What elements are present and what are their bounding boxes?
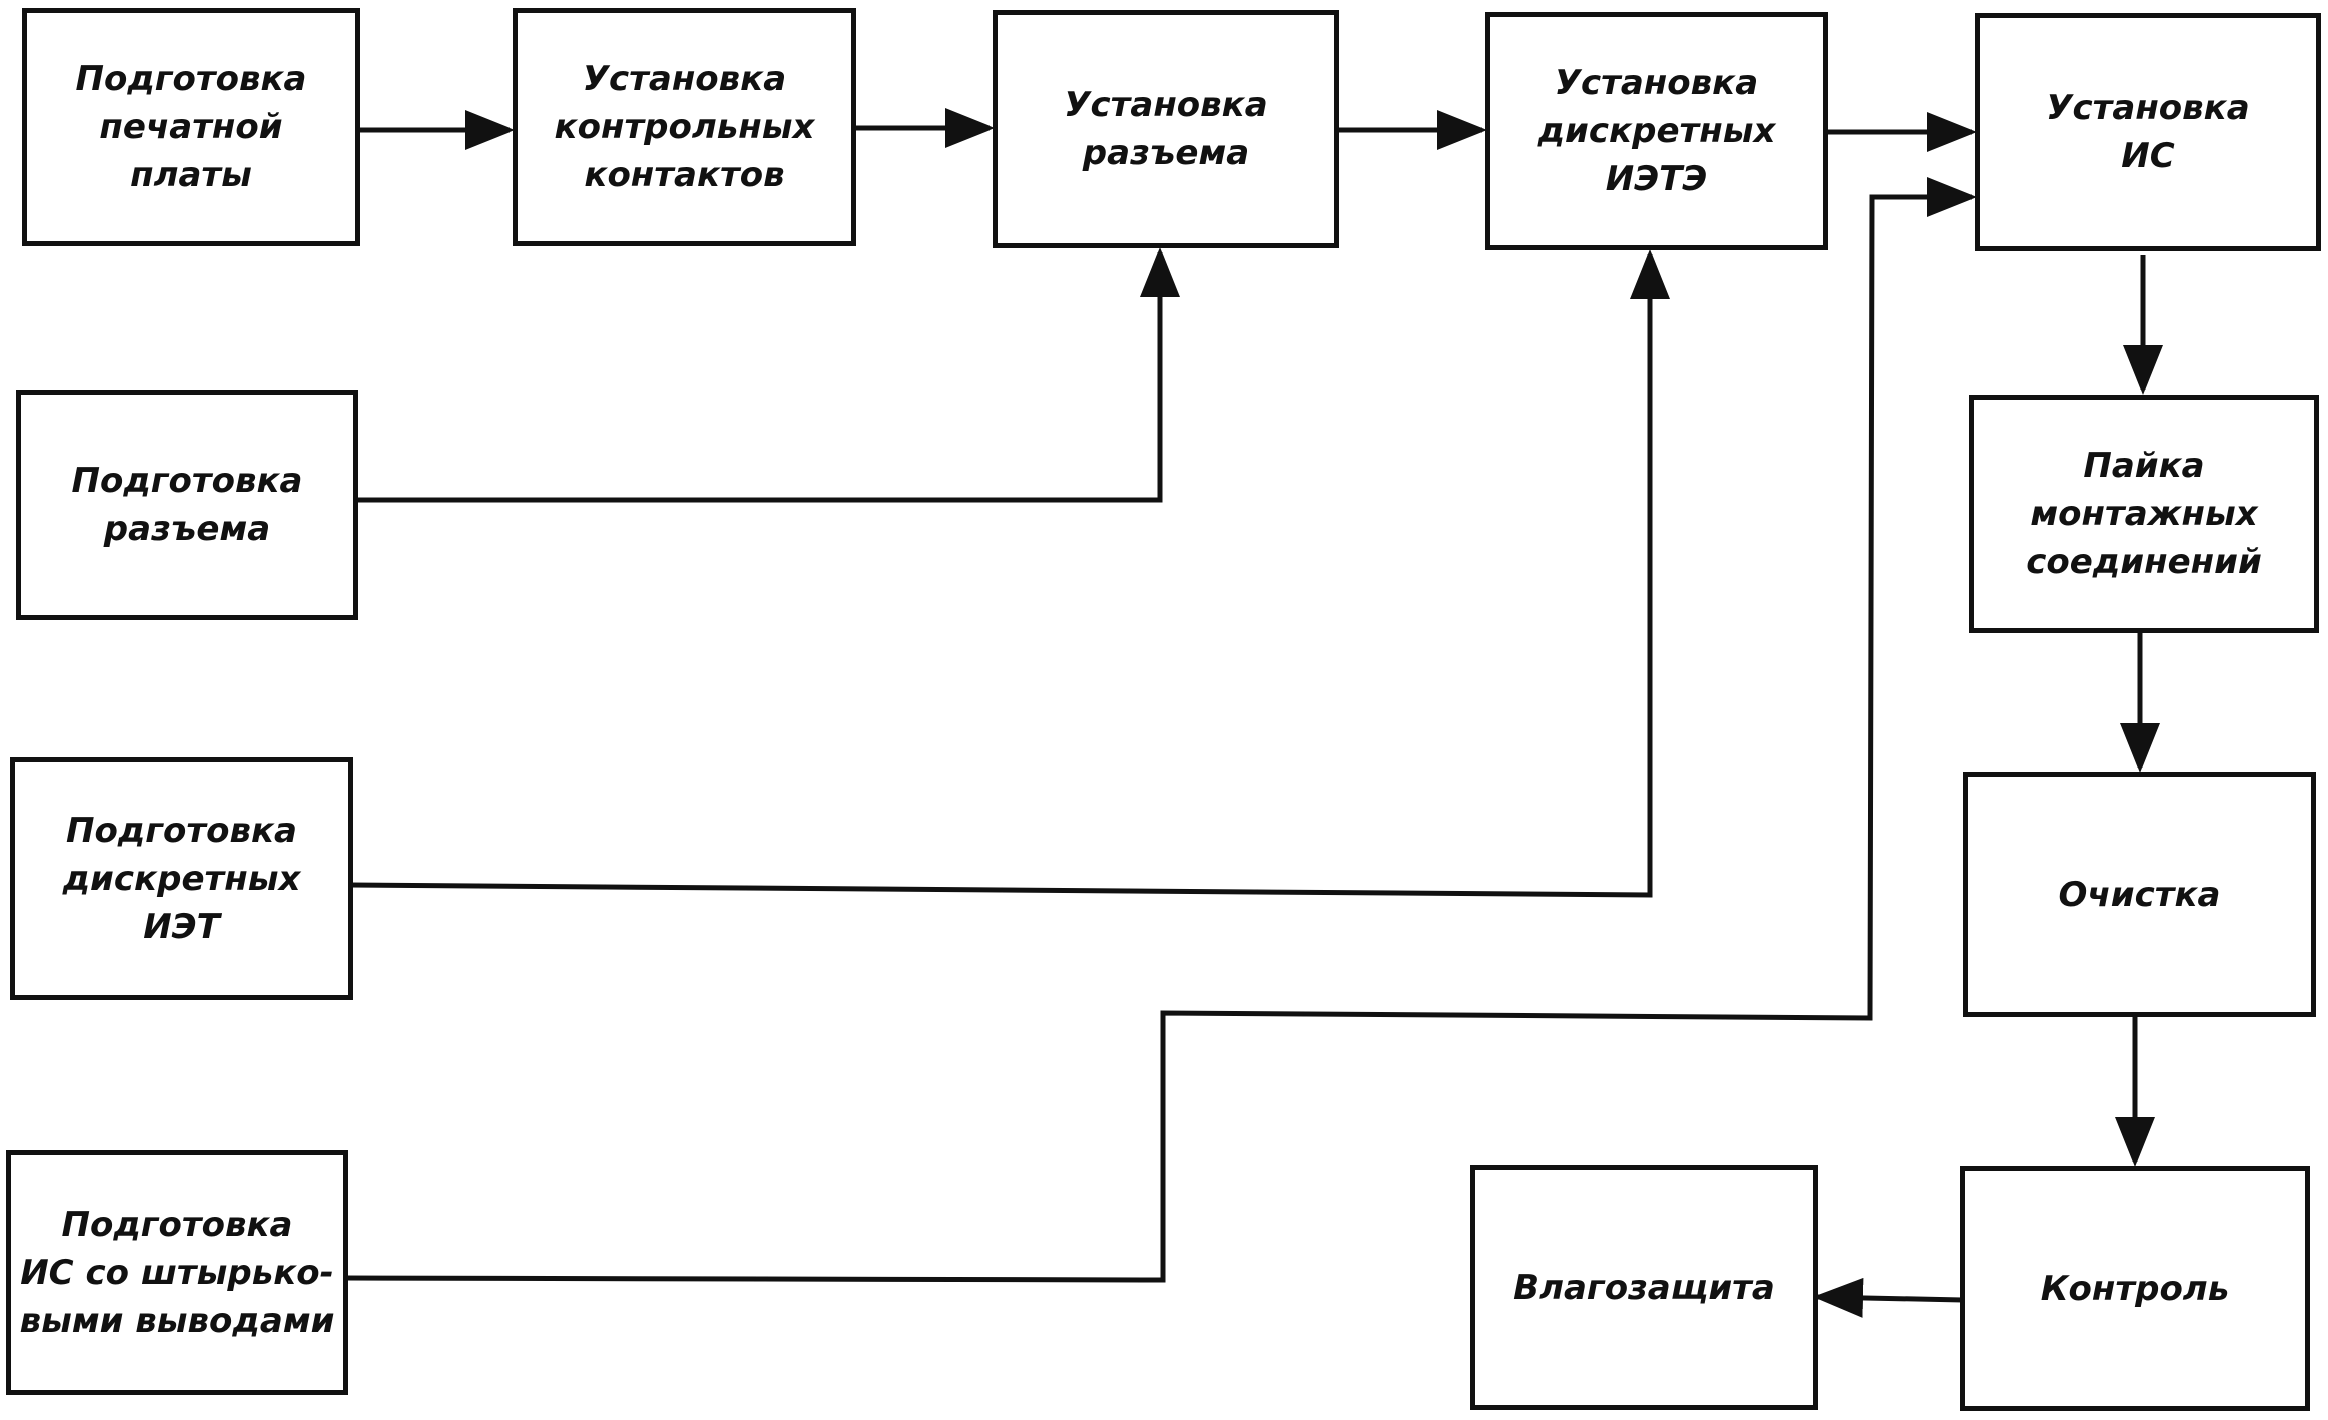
box-ic-install: Установка ИС bbox=[1975, 13, 2321, 251]
box-cleaning-label: Очистка bbox=[2058, 874, 2221, 915]
box-discrete-install: Установка дискретных ИЭТЭ bbox=[1485, 12, 1828, 250]
box-cleaning: Очистка bbox=[1963, 772, 2316, 1017]
box-moisture-protection: Влагозащита bbox=[1470, 1165, 1818, 1410]
box-contacts-install: Установка контрольных контактов bbox=[513, 8, 856, 246]
box-control-label: Контроль bbox=[2040, 1268, 2230, 1309]
box-soldering-label: Пайка монтажных соединений bbox=[2026, 446, 2262, 582]
arrow-control-to-moisture bbox=[1813, 1277, 1964, 1318]
box-discrete-prep: Подготовка дискретных ИЭТ bbox=[10, 757, 353, 1000]
box-ic-prep: Подготовка ИС со штырько- выми выводами bbox=[6, 1150, 348, 1395]
box-connector-install: Установка разъема bbox=[993, 10, 1339, 248]
box-control: Контроль bbox=[1960, 1166, 2310, 1411]
box-discrete-prep-label: Подготовка дискретных ИЭТ bbox=[62, 810, 301, 947]
box-contacts-install-label: Установка контрольных контактов bbox=[554, 59, 815, 195]
box-discrete-install-label: Установка дискретных ИЭТЭ bbox=[1537, 63, 1776, 199]
box-connector-prep: Подготовка разъема bbox=[16, 390, 358, 620]
box-ic-install-label: Установка ИС bbox=[2046, 88, 2250, 176]
box-ic-prep-label: Подготовка ИС со штырько- выми выводами bbox=[19, 1204, 335, 1341]
box-moisture-protection-label: Влагозащита bbox=[1513, 1267, 1775, 1308]
box-pcb-prep-label: Подготовка печатной платы bbox=[75, 59, 307, 195]
box-connector-prep-label: Подготовка разъема bbox=[71, 461, 303, 549]
arrow-discrete-prep-to-install bbox=[349, 249, 1670, 898]
box-soldering: Пайка монтажных соединений bbox=[1969, 395, 2319, 633]
box-pcb-prep: Подготовка печатной платы bbox=[22, 8, 360, 246]
arrow-connector-prep-to-install bbox=[355, 247, 1180, 503]
arrow-ic-prep-to-install bbox=[344, 177, 1977, 1283]
box-connector-install-label: Установка разъема bbox=[1064, 85, 1268, 173]
